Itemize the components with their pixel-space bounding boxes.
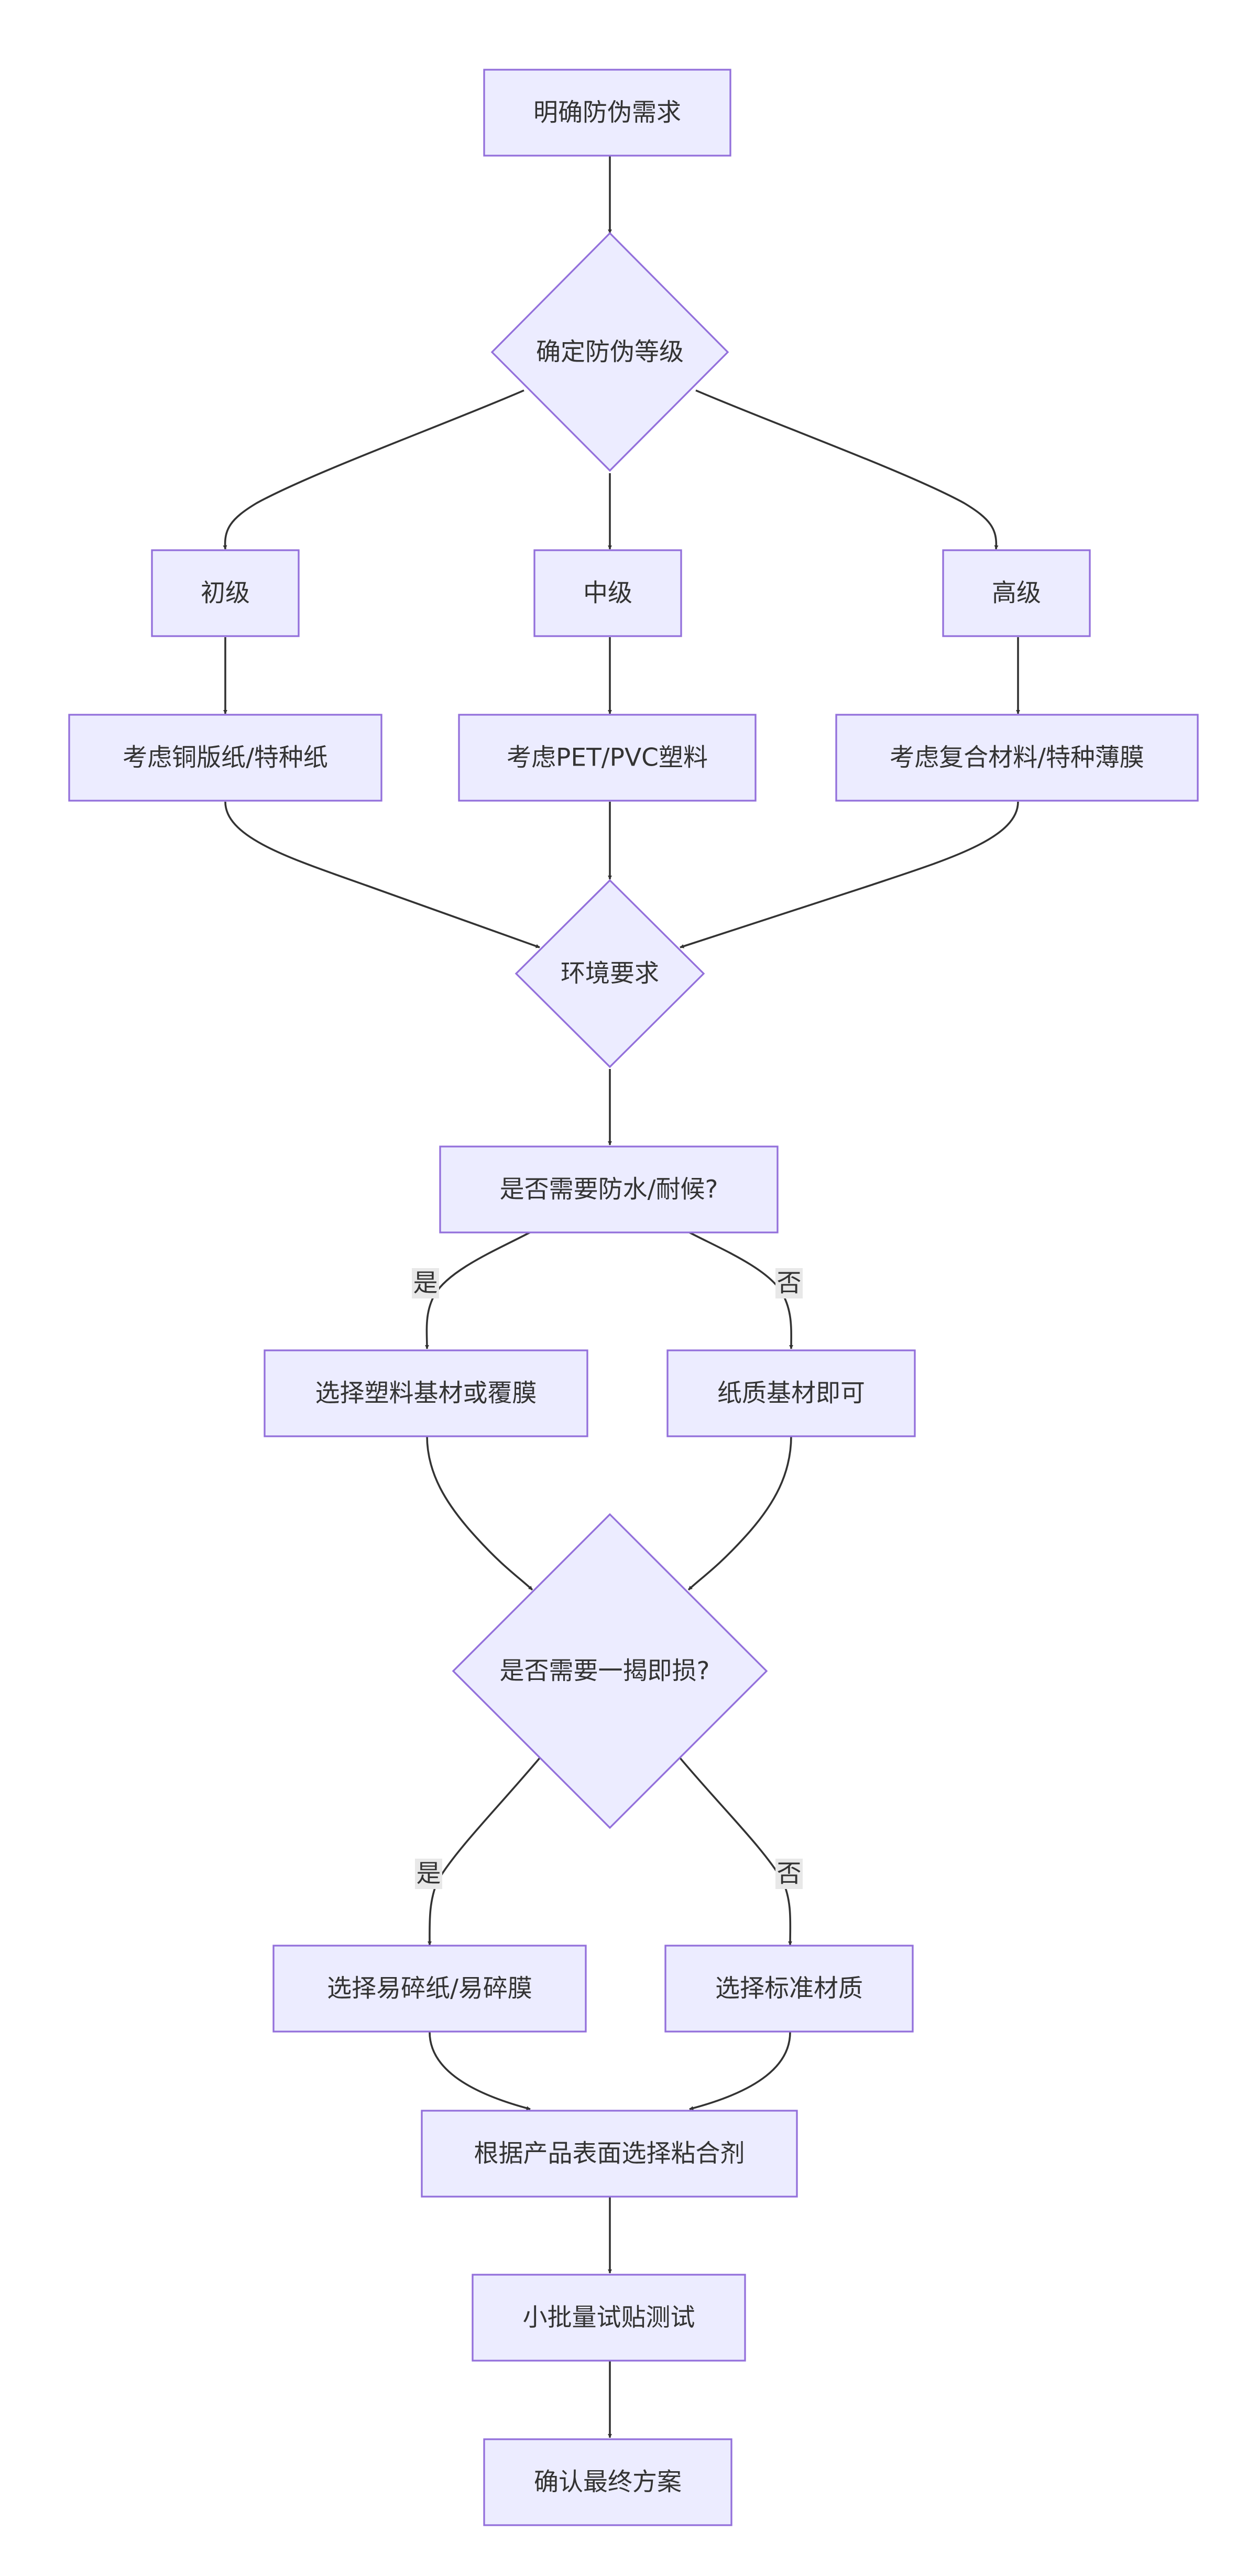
svg-text:考虑复合材料/特种薄膜: 考虑复合材料/特种薄膜 [890, 744, 1144, 772]
edge-grade-to-high [695, 389, 999, 550]
edge-tamper-to-fragile [427, 1757, 541, 1946]
node-waterproof: 是否需要防水/耐候? [439, 1145, 779, 1234]
node-middle: 中级 [533, 549, 682, 637]
node-adhesive: 根据产品表面选择粘合剂 [421, 2110, 798, 2198]
node-start: 明确防伪需求 [483, 69, 731, 157]
nodes: 明确防伪需求 确定防伪等级 初级 中级 高级 考虑铜版纸/特种纸 考虑PET/P… [68, 69, 1199, 2526]
node-plastic: 选择塑料基材或覆膜 [264, 1349, 588, 1437]
svg-text:中级: 中级 [583, 579, 632, 608]
svg-text:否: 否 [777, 1269, 802, 1298]
svg-text:考虑PET/PVC塑料: 考虑PET/PVC塑料 [507, 744, 708, 772]
node-basic: 初级 [151, 549, 300, 637]
svg-text:根据产品表面选择粘合剂: 根据产品表面选择粘合剂 [474, 2140, 745, 2168]
node-grade-decision: 确定防伪等级 [490, 232, 729, 472]
node-tamper-decision: 是否需要一揭即损? [452, 1513, 768, 1829]
svg-text:确认最终方案: 确认最终方案 [534, 2468, 682, 2497]
svg-text:考虑铜版纸/特种纸: 考虑铜版纸/特种纸 [123, 744, 328, 772]
edge-mat-high-to-env [680, 801, 1019, 948]
svg-text:初级: 初级 [201, 579, 250, 608]
edge-plastic-to-tamper [426, 1435, 533, 1591]
svg-text:选择标准材质: 选择标准材质 [715, 1974, 863, 2003]
node-standard: 选择标准材质 [664, 1945, 914, 2033]
svg-text:选择易碎纸/易碎膜: 选择易碎纸/易碎膜 [327, 1974, 532, 2003]
svg-text:明确防伪需求: 明确防伪需求 [533, 99, 681, 127]
edge-standard-to-adhesive [689, 2032, 791, 2111]
svg-text:是: 是 [413, 1269, 438, 1298]
svg-text:否: 否 [777, 1860, 802, 1889]
edge-label-tamper-no: 否 [775, 1859, 803, 1889]
svg-text:环境要求: 环境要求 [561, 959, 659, 988]
node-fragile: 选择易碎纸/易碎膜 [272, 1945, 587, 2033]
edge-grade-to-basic [223, 389, 524, 550]
node-env-decision: 环境要求 [515, 879, 705, 1068]
node-final: 确认最终方案 [483, 2438, 732, 2526]
node-material-middle: 考虑PET/PVC塑料 [458, 714, 757, 802]
node-material-basic: 考虑铜版纸/特种纸 [68, 714, 382, 802]
edge-label-waterproof-yes: 是 [412, 1268, 439, 1298]
node-material-high: 考虑复合材料/特种薄膜 [835, 714, 1199, 802]
svg-text:是否需要防水/耐候?: 是否需要防水/耐候? [500, 1175, 718, 1204]
svg-text:高级: 高级 [992, 579, 1041, 608]
node-paper: 纸质基材即可 [666, 1349, 916, 1437]
edge-label-tamper-yes: 是 [415, 1859, 442, 1889]
edge-label-waterproof-no: 否 [775, 1268, 803, 1298]
svg-text:是: 是 [417, 1860, 441, 1889]
edge-mat-basic-to-env [224, 801, 540, 948]
node-high: 高级 [942, 549, 1091, 637]
edge-waterproof-to-plastic [424, 1230, 532, 1349]
edge-labels: 是 否 是 否 [412, 1268, 803, 1889]
node-trial: 小批量试贴测试 [472, 2274, 746, 2362]
svg-text:选择塑料基材或覆膜: 选择塑料基材或覆膜 [315, 1379, 537, 1408]
svg-text:小批量试贴测试: 小批量试贴测试 [523, 2304, 695, 2332]
edge-tamper-to-standard [679, 1757, 793, 1946]
svg-text:纸质基材即可: 纸质基材即可 [717, 1379, 865, 1408]
edges [223, 156, 1020, 2438]
svg-text:确定防伪等级: 确定防伪等级 [536, 338, 684, 367]
edge-fragile-to-adhesive [429, 2032, 531, 2111]
svg-text:是否需要一揭即损?: 是否需要一揭即损? [500, 1657, 710, 1686]
edge-paper-to-tamper [687, 1435, 792, 1591]
